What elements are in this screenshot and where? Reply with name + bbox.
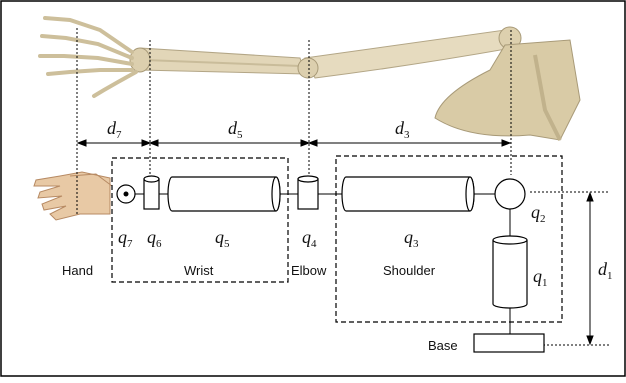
elbow-label: Elbow bbox=[291, 263, 327, 278]
base-box bbox=[474, 334, 544, 352]
shoulder-label: Shoulder bbox=[383, 263, 436, 278]
joint-q5-symbol bbox=[168, 177, 280, 211]
joint-q6-symbol bbox=[144, 176, 159, 209]
hand-label: Hand bbox=[62, 263, 93, 278]
joint-q4-symbol bbox=[298, 176, 318, 209]
joint-q2-symbol bbox=[495, 179, 525, 209]
base-label: Base bbox=[428, 338, 458, 353]
joint-q7-symbol bbox=[117, 185, 135, 203]
joint-q1-symbol bbox=[493, 236, 527, 308]
wrist-label: Wrist bbox=[184, 263, 214, 278]
joint-q3-symbol bbox=[342, 177, 474, 211]
